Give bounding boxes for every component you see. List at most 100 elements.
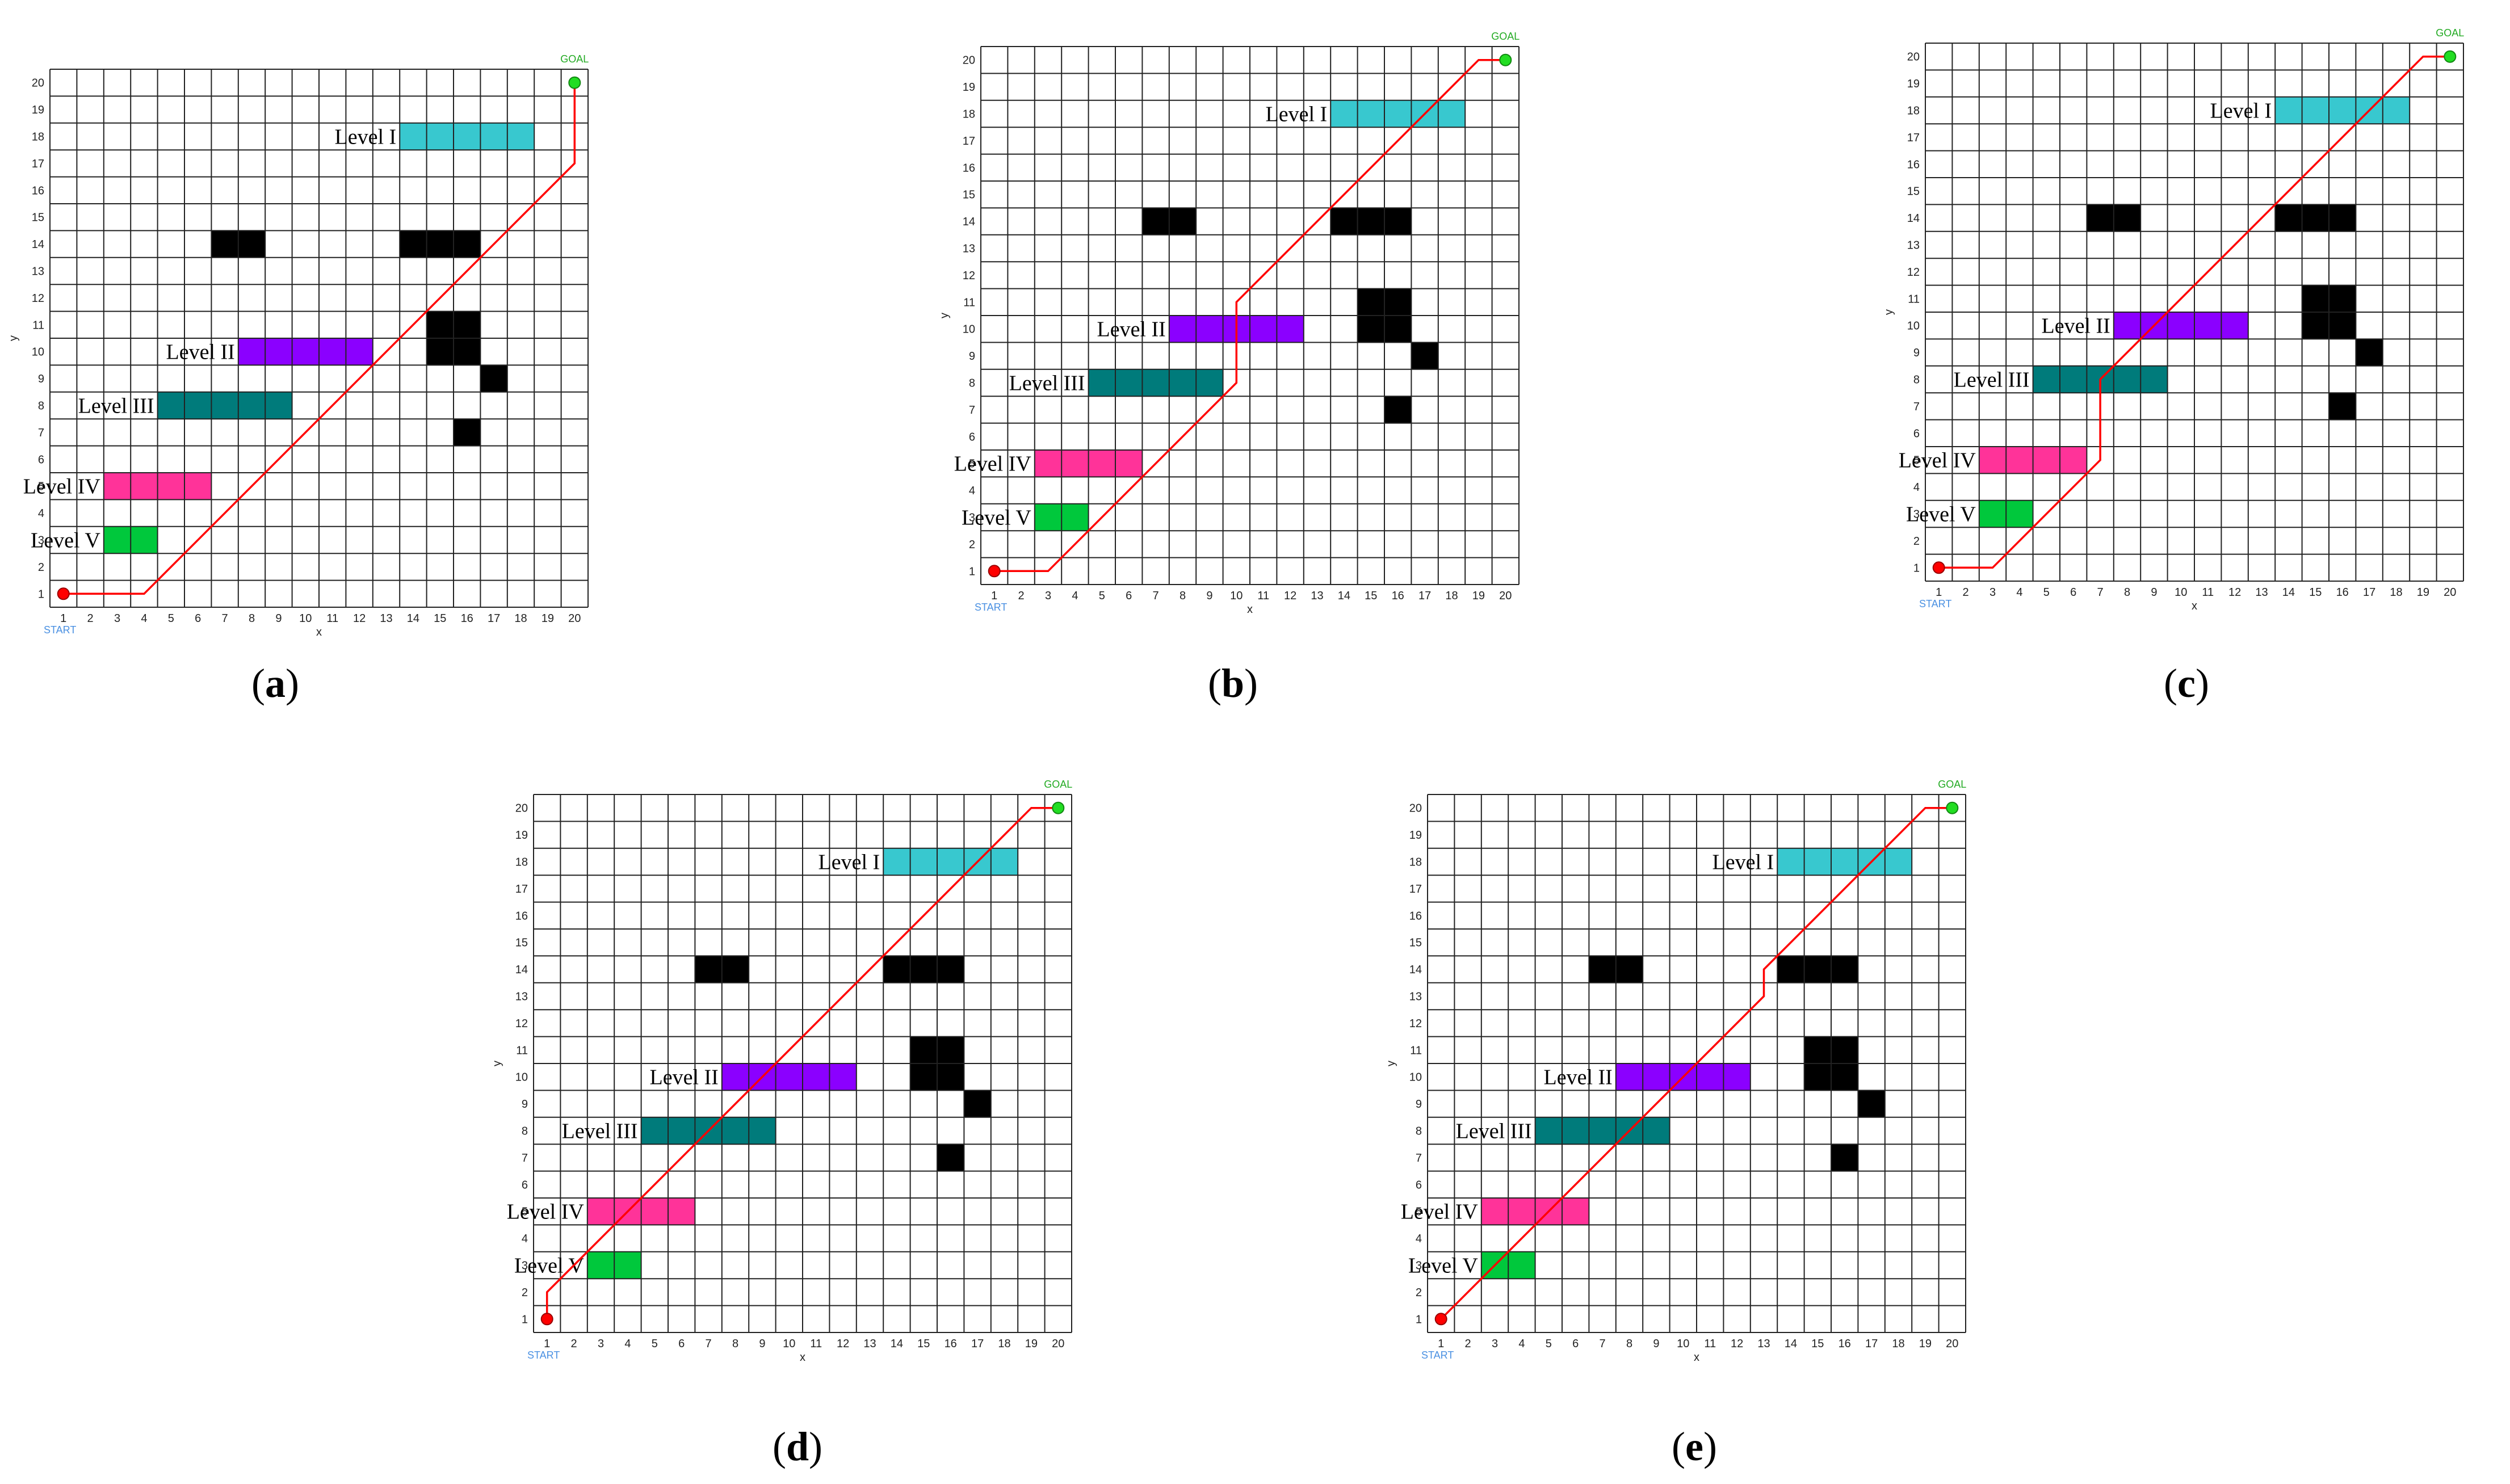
planned-path — [545, 806, 1059, 1319]
y-tick-label: 5 — [522, 1206, 528, 1218]
y-tick-label: 14 — [515, 964, 528, 976]
x-tick-label: 15 — [1365, 590, 1377, 602]
x-tick-label: 5 — [1099, 590, 1105, 602]
start-label: START — [44, 624, 76, 636]
y-tick-label: 4 — [38, 507, 44, 520]
y-tick-label: 15 — [32, 212, 44, 224]
x-tick-label: 9 — [1653, 1338, 1659, 1350]
y-tick-label: 16 — [963, 162, 975, 174]
y-tick-label: 8 — [522, 1125, 528, 1138]
y-tick-label: 20 — [1409, 802, 1422, 815]
y-tick-label: 2 — [38, 561, 44, 574]
y-tick-label: 6 — [1416, 1179, 1422, 1191]
x-tick-label: 13 — [1757, 1338, 1770, 1350]
x-tick-label: 8 — [1626, 1338, 1632, 1350]
y-tick-label: 20 — [1907, 51, 1920, 64]
x-tick-label: 19 — [2417, 586, 2429, 599]
level-label-4: Level IV — [23, 475, 101, 499]
x-tick-label: 10 — [1677, 1338, 1689, 1350]
x-tick-label: 12 — [837, 1338, 849, 1350]
y-tick-label: 4 — [522, 1233, 528, 1245]
level-label-5: Level V — [1408, 1254, 1478, 1278]
goal-marker — [568, 76, 581, 89]
level-label-3: Level III — [78, 394, 154, 418]
x-tick-label: 9 — [1206, 590, 1212, 602]
goal-label: GOAL — [1044, 779, 1072, 790]
obstacle — [1411, 342, 1438, 369]
y-tick-label: 16 — [1409, 910, 1422, 922]
obstacle — [2356, 339, 2383, 366]
x-tick-label: 5 — [652, 1338, 658, 1350]
y-tick-label: 3 — [1913, 508, 1920, 521]
level-band-1 — [1330, 100, 1466, 128]
y-tick-label: 10 — [1409, 1071, 1422, 1084]
y-tick-label: 19 — [963, 81, 975, 94]
start-marker — [988, 565, 1001, 578]
x-axis-label: x — [800, 1351, 805, 1364]
x-tick-label: 13 — [1311, 590, 1323, 602]
y-tick-label: 11 — [32, 319, 44, 331]
level-label-1: Level I — [1266, 103, 1328, 127]
obstacle — [1777, 956, 1858, 983]
x-tick-label: 7 — [222, 612, 228, 625]
y-tick-label: 1 — [969, 565, 975, 578]
x-tick-label: 13 — [863, 1338, 876, 1350]
y-tick-label: 17 — [963, 135, 975, 148]
y-tick-label: 14 — [963, 216, 975, 228]
start-marker — [57, 587, 70, 600]
y-tick-label: 3 — [969, 512, 975, 524]
panel-caption-letter: d — [786, 1424, 809, 1469]
y-tick-label: 12 — [515, 1018, 528, 1030]
level-label-2: Level II — [649, 1066, 718, 1090]
level-label-2: Level II — [166, 340, 234, 364]
x-tick-label: 19 — [1472, 590, 1485, 602]
goal-marker — [1052, 801, 1065, 814]
x-tick-label: 3 — [1989, 586, 1996, 599]
x-tick-label: 17 — [488, 612, 500, 625]
y-tick-label: 11 — [1908, 293, 1920, 305]
y-tick-label: 8 — [1913, 374, 1920, 386]
goal-label: GOAL — [1938, 779, 1966, 790]
x-tick-label: 8 — [732, 1338, 738, 1350]
x-tick-label: 1 — [1438, 1338, 1444, 1350]
y-tick-label: 17 — [32, 158, 44, 170]
x-tick-label: 3 — [1492, 1338, 1498, 1350]
y-axis-label: y — [491, 1061, 503, 1066]
y-tick-label: 13 — [32, 266, 44, 278]
y-axis-label: y — [7, 335, 20, 341]
x-tick-label: 14 — [1785, 1338, 1797, 1350]
obstacle — [454, 419, 481, 446]
x-tick-label: 19 — [542, 612, 554, 625]
x-tick-label: 7 — [1153, 590, 1159, 602]
level-label-5: Level V — [1906, 503, 1976, 527]
panel-caption-letter: b — [1221, 661, 1245, 706]
level-label-4: Level IV — [507, 1200, 585, 1224]
x-tick-label: 3 — [598, 1338, 604, 1350]
y-tick-label: 18 — [1409, 856, 1422, 869]
y-tick-label: 7 — [38, 427, 44, 439]
x-tick-label: 1 — [60, 612, 66, 625]
x-tick-label: 16 — [1839, 1338, 1851, 1350]
y-tick-label: 9 — [1913, 347, 1920, 359]
x-tick-label: 18 — [1892, 1338, 1904, 1350]
y-tick-label: 15 — [1409, 937, 1422, 949]
start-marker — [540, 1313, 553, 1326]
y-tick-label: 5 — [969, 458, 975, 470]
y-tick-label: 14 — [1907, 212, 1920, 225]
y-tick-label: 18 — [1907, 105, 1920, 117]
y-tick-label: 1 — [522, 1313, 528, 1326]
x-tick-label: 3 — [114, 612, 120, 625]
y-tick-label: 11 — [963, 296, 975, 309]
x-tick-label: 12 — [353, 612, 366, 625]
obstacle — [964, 1090, 991, 1117]
y-tick-label: 13 — [515, 991, 528, 1003]
x-tick-label: 14 — [891, 1338, 903, 1350]
panel-caption-letter: e — [1685, 1424, 1703, 1469]
x-tick-label: 4 — [2016, 586, 2022, 599]
x-axis-label: x — [316, 626, 322, 638]
y-tick-label: 12 — [963, 270, 975, 282]
x-tick-label: 7 — [706, 1338, 712, 1350]
